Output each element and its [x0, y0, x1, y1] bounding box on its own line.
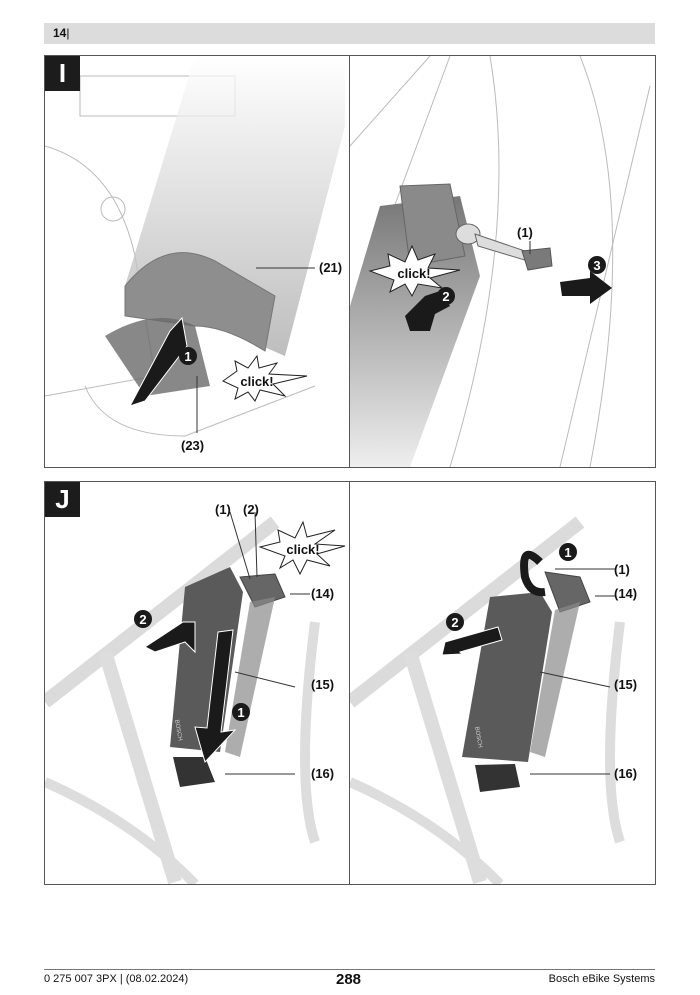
svg-text:1: 1: [237, 705, 244, 720]
battery-install-illustration: 1 2 BOSCH click!: [45, 511, 346, 884]
svg-text:2: 2: [139, 612, 146, 627]
click-sound-text: click!: [240, 374, 273, 389]
callout-14: (14): [311, 586, 335, 601]
footer-rule: [44, 969, 655, 970]
callout-1: (1): [215, 502, 231, 517]
footer-company: Bosch eBike Systems: [548, 973, 655, 985]
callout-16: (16): [614, 766, 638, 781]
callout-2: (2): [243, 502, 259, 517]
callout-23: (23): [181, 438, 205, 453]
callout-15: (15): [614, 677, 638, 692]
step-1-badge: [179, 347, 197, 365]
callout-15: (15): [311, 677, 335, 692]
page-header-bar: 14|: [44, 23, 655, 44]
svg-text:1: 1: [564, 545, 571, 560]
footer-page-number: 288: [336, 971, 362, 988]
callout-1: (1): [614, 562, 630, 577]
figure-label: J: [45, 482, 80, 517]
svg-text:2: 2: [451, 615, 458, 630]
battery-insert-illustration: 1 click!: [45, 56, 345, 437]
svg-text:2: 2: [442, 289, 449, 304]
figure-j-panel-left: 1 2 BOSCH click! (1) (2) (14) (15) (16): [45, 482, 349, 884]
click-sound-text: click!: [286, 542, 319, 557]
panel-divider: [349, 56, 350, 467]
callout-1: (1): [517, 225, 533, 240]
header-page-number: 14|: [53, 26, 70, 40]
figure-j-panel-right: 1 2 BOSCH (1) (14) (15) (16): [350, 482, 654, 884]
battery-remove-illustration: 1 2 BOSCH: [350, 516, 625, 884]
callout-21: (21): [319, 260, 343, 275]
callout-16: (16): [311, 766, 335, 781]
figure-i: I 1 click! (21) (23): [44, 55, 656, 468]
figure-j: J 1 2 BOSCH click! (1) (2: [44, 481, 656, 885]
panel-divider: [349, 482, 350, 884]
callout-14: (14): [614, 586, 638, 601]
figure-i-panel-right: 3 2 click! (1): [350, 56, 654, 467]
footer-doc-code: 0 275 007 3PX | (08.02.2024): [44, 973, 189, 985]
battery-lock-illustration: 3 2 click!: [350, 56, 651, 467]
bosch-logo-text: BOSCH: [473, 726, 483, 748]
svg-text:3: 3: [593, 258, 600, 273]
bosch-logo-text: BOSCH: [173, 719, 183, 741]
click-sound-text: click!: [397, 266, 430, 281]
svg-text:1: 1: [184, 349, 191, 364]
figure-label: I: [45, 56, 80, 91]
figure-i-panel-left: 1 click! (21) (23): [45, 56, 349, 467]
